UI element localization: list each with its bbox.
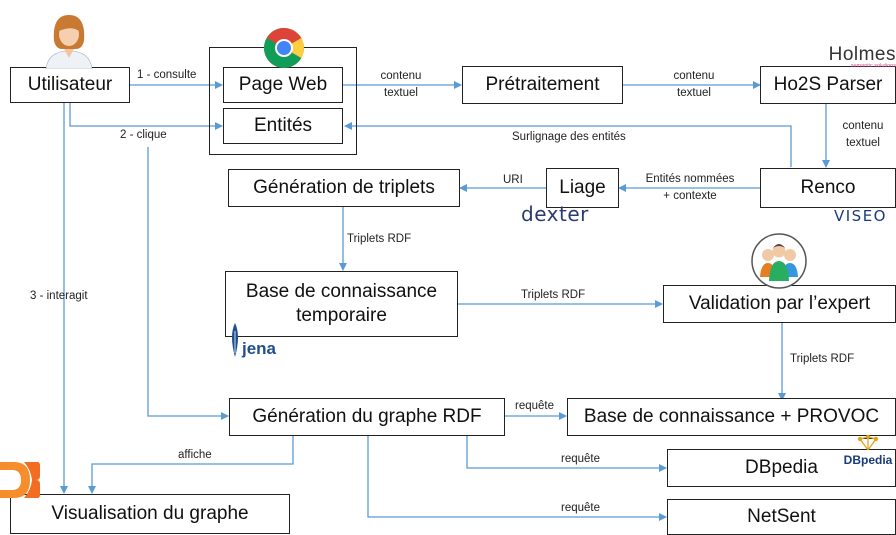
label-surlignage: Surlignage des entités [512,131,626,143]
label-text: Entités nommées [645,173,735,185]
jena-logo-text: jena [242,339,277,358]
label-text: contenu [842,120,884,132]
jena-feather-icon [232,323,238,357]
holmes-logo-text: Holmes [828,44,896,65]
viseo-logo: VISEO [834,207,887,225]
node-page-web: Page Web [223,67,343,103]
label-triplets-1: Triplets RDF [347,233,412,245]
label-consulte: 1 - consulte [137,69,197,81]
label-text: textuel [384,87,418,100]
node-validation-expert: Validation par l’expert [663,285,896,323]
label-requete-2: requête [561,453,601,465]
node-entites: Entités [223,108,343,144]
node-visualisation: Visualisation du graphe [10,494,290,534]
node-dbpedia: DBpedia [667,449,896,487]
jena-logo: jena [228,323,276,357]
label-text: contenu [673,70,715,82]
label-contenu-3: contenu textuel [830,118,896,153]
node-text: temporaire [296,305,387,326]
label-clique: 2 - clique [120,129,167,141]
holmes-logo: Holmes semantic solutions [824,45,896,70]
label-affiche: affiche [178,449,212,461]
dbpedia-logo-text: DBpedia [843,453,893,467]
label-requete-1: requête [515,400,555,412]
node-ho2s-parser: Ho2S Parser [760,66,896,104]
label-text: textuel [846,137,880,150]
dexter-logo: dexter [521,202,589,226]
arrow-requete-3 [367,435,667,521]
dbpedia-logo: DBpedia [840,434,896,466]
node-base-provoc: Base de connaissance + PROVOC [567,398,896,436]
label-interagit: 3 - interagit [30,290,88,302]
user-avatar-icon [45,15,93,69]
arrow-requete-2 [466,435,667,472]
chrome-icon [264,28,304,68]
d3-logo-mark [0,462,40,498]
label-requete-3: requête [561,502,601,514]
node-netsent: NetSent [667,499,896,535]
dbpedia-network-icon [857,434,879,451]
label-text: + contexte [663,190,717,203]
node-utilisateur: Utilisateur [10,67,130,103]
node-generation-graphe: Génération du graphe RDF [229,398,505,436]
node-base-temporaire: Base de connaissance temporaire [225,271,458,337]
experts-group-icon [751,233,807,289]
arrow-clique-graphe [147,147,229,420]
label-text: textuel [677,87,711,100]
label-uri: URI [503,174,523,186]
label-entites-nommees: Entités nommées + contexte [632,171,748,206]
label-text: contenu [380,70,422,82]
holmes-logo-subtext: semantic solutions [850,63,896,69]
arrow-affiche [88,435,294,494]
node-liage: Liage [546,168,619,208]
node-pretraitement: Prétraitement [462,66,623,104]
label-contenu-2: contenu textuel [659,68,729,103]
node-generation-triplets: Génération de triplets [228,169,460,207]
label-triplets-3: Triplets RDF [790,353,855,365]
d3-logo: D3 [0,460,40,505]
node-renco: Renco [760,168,896,208]
label-contenu-1: contenu textuel [366,68,436,103]
arrow-surlignage [344,122,792,167]
label-triplets-2: Triplets RDF [521,289,586,301]
node-text: Base de connaissance [245,281,438,303]
arrow-clique [69,102,223,130]
